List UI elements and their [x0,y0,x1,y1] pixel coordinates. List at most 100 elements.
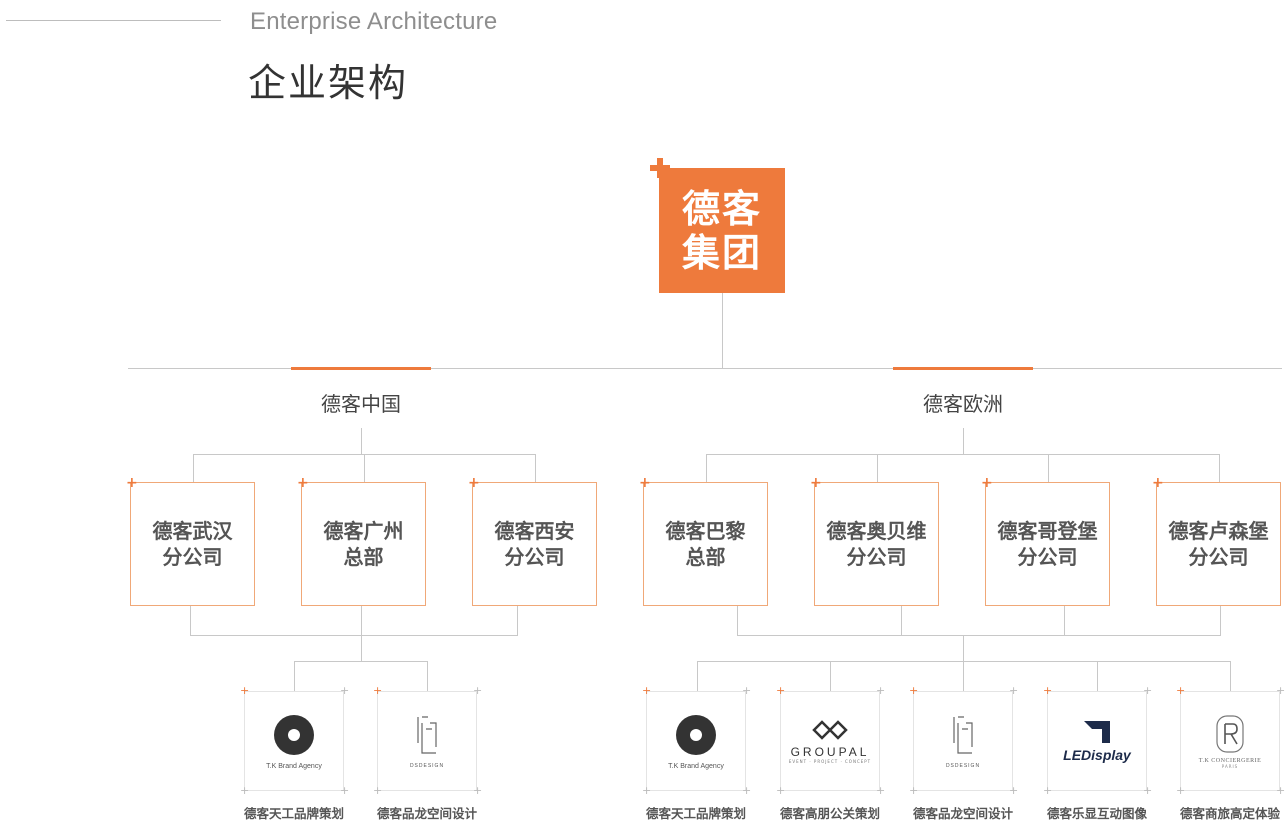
root-line2: 集团 [681,230,762,275]
logo-text: LEDisplay [1063,747,1131,763]
plus-icon: + [468,475,480,491]
plus-icon: + [340,684,350,697]
connector [1097,661,1098,691]
connector [193,454,194,482]
plus-icon: + [981,475,993,491]
logo-text: T.K Brand Agency [266,762,322,770]
main-horizontal-line [128,368,1282,369]
connector [427,661,428,691]
branch-line1: 德客武汉 [152,519,233,543]
branch-node: 德客奥贝维分公司 [814,482,939,606]
branch-line2: 分公司 [1188,545,1249,569]
plus-icon: + [373,784,383,797]
connector [963,428,964,454]
plus-icon: + [1276,684,1286,697]
logo-card: T.K Brand Agency [244,691,344,791]
region-accent-china [291,367,431,370]
branch-node: 德客卢森堡分公司 [1156,482,1281,606]
branch-line1: 德客西安 [494,519,575,543]
logo-text: T.K Brand Agency [668,762,724,770]
connector [737,635,1221,636]
plus-icon: + [1009,684,1019,697]
groupal-logo-icon [812,719,848,740]
chinese-title: 企业架构 [248,61,409,105]
connector [1220,606,1221,636]
region-china: 德客中国 [321,392,401,416]
logo-card: GROUPAL EVENT · PROJECT · CONCEPT [780,691,880,791]
plus-icon: + [240,784,250,797]
branch-node: 德客哥登堡分公司 [985,482,1110,606]
logo-text: GROUPAL [790,744,870,759]
branch-line2: 分公司 [846,545,907,569]
plus-icon: + [1043,784,1053,797]
subsidiary-caption: 德客高朋公关策划 [779,806,880,821]
connector [706,454,1220,455]
logo-text: DSDESIGN [409,763,445,769]
connector [364,454,365,482]
plus-icon: + [876,784,886,797]
connector [697,661,1231,662]
tk-brand-agency-logo-icon [274,714,314,755]
connector [963,635,964,662]
plus-icon: + [473,684,483,697]
branch-node: 德客广州总部 [301,482,426,606]
ledisplay-logo-icon [1084,721,1110,743]
plus-icon: + [1143,784,1153,797]
root-line1: 德客 [681,186,762,231]
region-accent-europe [893,367,1033,370]
logo-card: T.K Brand Agency [646,691,746,791]
logo-subtext: EVENT · PROJECT · CONCEPT [788,758,872,764]
connector [190,606,191,636]
branch-node: 德客武汉分公司 [130,482,255,606]
plus-icon: + [1009,784,1019,797]
connector [294,661,428,662]
plus-icon: + [373,684,383,697]
connector [1048,454,1049,482]
branch-line2: 分公司 [504,545,565,569]
branch-line2: 总部 [343,545,384,569]
logo-subtext: PARIS [1221,763,1239,769]
plus-icon: + [642,784,652,797]
subsidiary-caption: 德客天工品牌策划 [645,806,746,821]
logo-text: DSDESIGN [945,763,981,769]
connector [901,606,902,636]
plus-icon: + [1152,475,1164,491]
plus-icon: + [1176,684,1186,697]
plus-icon: + [776,684,786,697]
plus-icon: + [1276,784,1286,797]
root-node: 德客集团 [659,168,785,293]
plus-icon: + [742,684,752,697]
connector [963,661,964,691]
branch-line1: 德客巴黎 [665,519,746,543]
connector [706,454,707,482]
plus-icon: + [742,784,752,797]
subsidiary-caption: 德客乐显互动图像 [1046,806,1147,821]
plus-icon: + [297,475,309,491]
connector [294,661,295,691]
header-rule [6,20,221,21]
subsidiary-caption: 德客天工品牌策划 [243,806,344,821]
plus-icon: + [240,684,250,697]
plus-icon: + [776,784,786,797]
connector [361,428,362,454]
branch-line2: 分公司 [162,545,223,569]
plus-icon: + [639,475,651,491]
connector [361,606,362,662]
logo-text: T.K CONCIERGERIE [1198,757,1262,764]
connector [535,454,536,482]
connector [190,635,518,636]
connector [1219,454,1220,482]
branch-line2: 分公司 [1017,545,1078,569]
plus-icon: + [909,684,919,697]
connector [697,661,698,691]
subsidiary-caption: 德客品龙空间设计 [912,806,1013,821]
branch-line1: 德客卢森堡 [1168,519,1269,543]
plus-icon: + [810,475,822,491]
logo-card: LEDisplay [1047,691,1147,791]
plus-icon: + [642,684,652,697]
english-title: Enterprise Architecture [250,8,498,35]
connector [737,606,738,636]
branch-line2: 总部 [685,545,726,569]
plus-icon: + [876,684,886,697]
connector [1064,606,1065,636]
